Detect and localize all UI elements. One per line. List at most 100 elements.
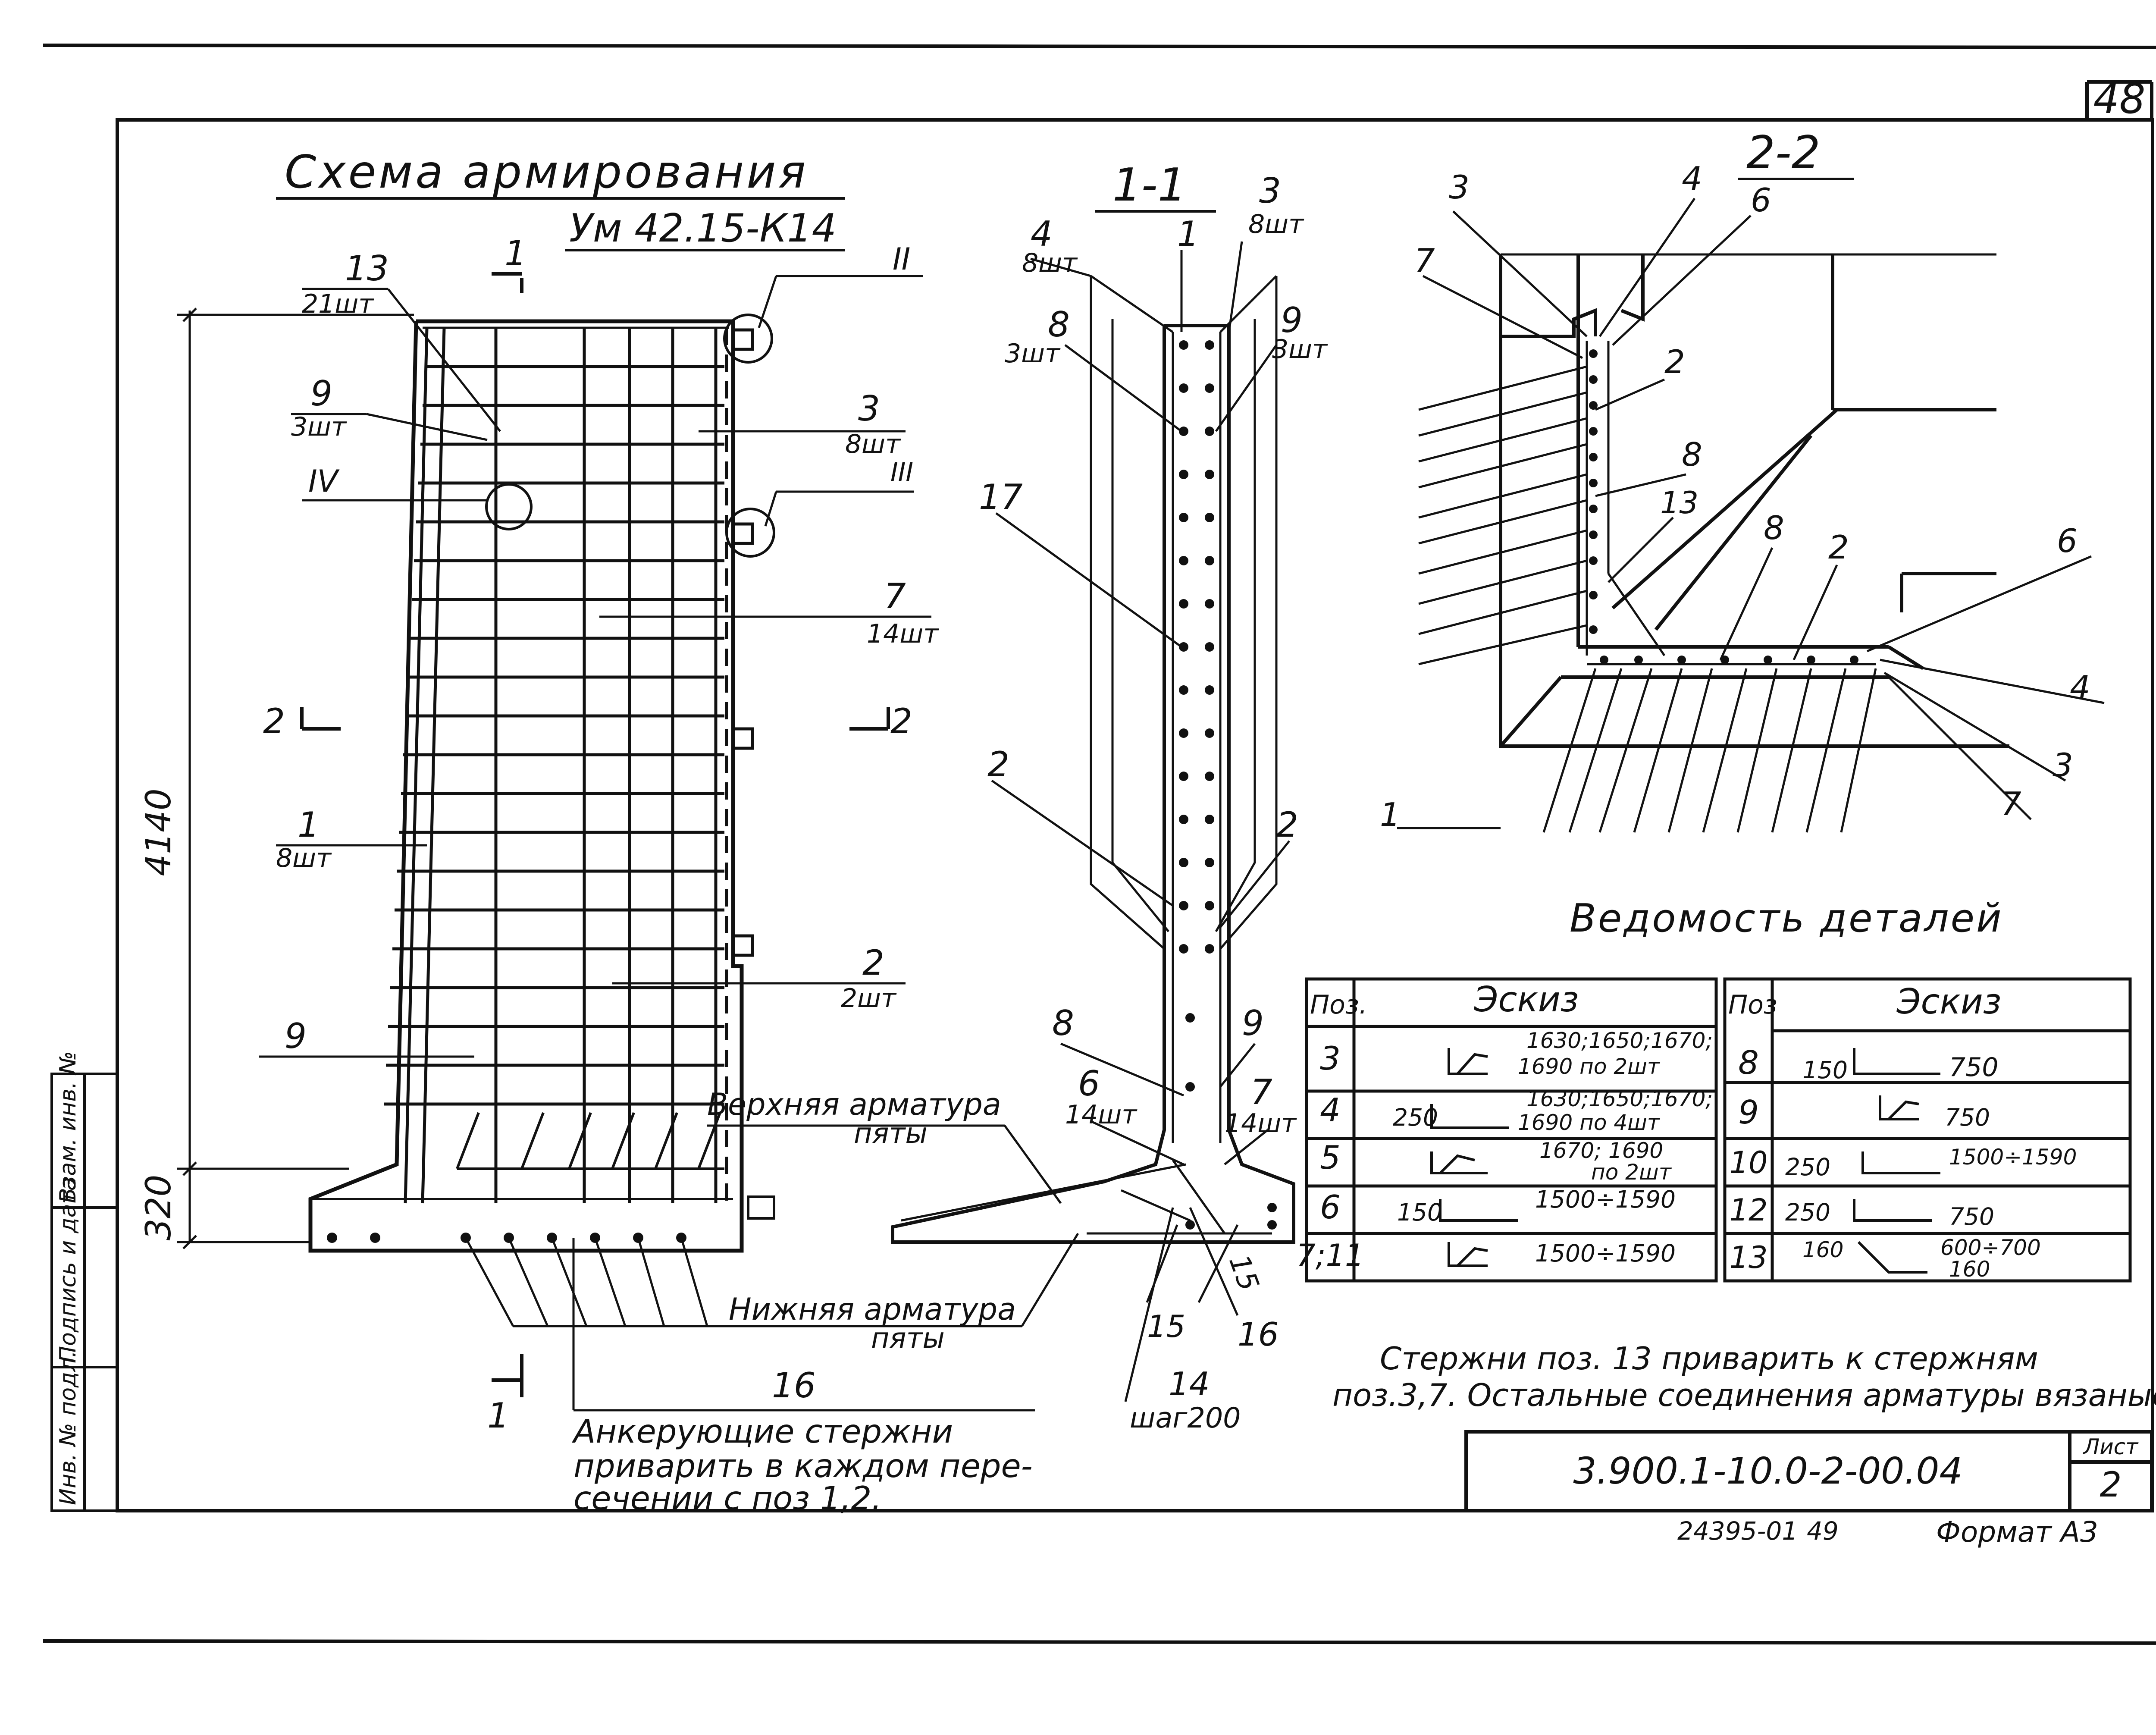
wall-notches [731,328,754,957]
wall-outline [308,319,775,1253]
callout-1-qty: 8шт [276,843,332,873]
section-2-2-title: 2-2 [1746,126,1821,179]
c-callout-4b: 4 [2070,668,2090,706]
callout-1-pos: 1 [298,805,320,845]
callout-2-pos: 2 [862,943,884,983]
section-1-1-title: 1-1 [1112,159,1187,211]
margin-stamp-sign: Подпись и дата [55,1177,81,1363]
archive-number: 24395-01 [1677,1516,1798,1546]
schedule-left-row1-text: 1630;1650;1670; [1526,1028,1713,1053]
margin-stamp-inv: Инв. № подл. [55,1350,81,1505]
schedule-left-row2-text: 1630;1650;1670; [1526,1086,1713,1111]
b-callout-15-pos: 15 [1147,1309,1185,1344]
schedule-right-row1-text: 750 [1949,1052,1999,1082]
callout-3-pos: 3 [858,389,880,429]
section-1-1-leaders [991,241,1290,1402]
section-1-1-bars [901,275,1278,1235]
heel-anchor-bars [456,1112,724,1170]
section-mark-right: 2 [890,701,912,741]
detail-mark-IV: IV [308,464,340,499]
schedule-left-row4-pos: 6 [1320,1188,1341,1226]
schedule-col-sketch-right: Эскиз [1896,982,2002,1022]
b-callout-9-qty: 3шт [1272,334,1328,364]
section-mark-bottom: 1 [487,1396,509,1436]
schedule-left-row5-text: 1500÷1590 [1535,1239,1676,1267]
b-callout-2-pos: 2 [987,744,1009,784]
dim-heel: 320 [138,1175,179,1241]
b-callout-6-qty: 14шт [1065,1100,1138,1130]
schedule-right-row2-pos: 9 [1738,1093,1759,1131]
anchor-note-line2: приварить в каждом пере- [573,1447,1033,1485]
scheme-title: Схема армирования [285,146,808,198]
schedule-left-row2-lead: 250 [1393,1104,1438,1131]
b-callout-16-pos: 16 [1238,1315,1279,1353]
schedule-right-row3-pos: 10 [1729,1145,1767,1180]
c-callout-1: 1 [1380,796,1401,834]
schedule-right-row4-pos: 12 [1729,1192,1767,1228]
margin-stamp-replace: Взам. инв. № [55,1051,81,1203]
c-callout-8: 8 [1682,436,1702,474]
format-label: Формат А3 [1936,1515,2098,1549]
schedule-right-row1-lead: 150 [1802,1056,1848,1084]
section-1-1-dots [1179,340,1277,1230]
callout-9b-pos: 9 [285,1016,307,1056]
schedule-left-row2-text2: 1690 по 4шт [1518,1110,1661,1135]
b-callout-8-qty: 3шт [1005,339,1061,369]
schedule-right-row4-lead: 250 [1785,1198,1830,1226]
callout-7-qty: 14шт [867,619,939,649]
schedule-col-sketch: Эскиз [1474,979,1579,1020]
b-callout-4-qty: 8шт [1022,248,1078,278]
detail-mark-III: III [890,457,913,487]
callout-13-pos: 13 [345,248,389,289]
c-callout-2: 2 [1664,343,1685,381]
b-callout-3-qty: 8шт [1248,209,1304,239]
margin-stamp-frame [50,1073,119,1512]
wall-vertical-bars [404,327,728,1204]
c-callout-3b: 3 [2053,746,2073,784]
c-callout-4: 4 [1682,160,1702,198]
b-callout-8b-pos: 8 [1052,1003,1074,1043]
section-1-1-outline [891,324,1295,1244]
weld-note-line2: поз.3,7. Остальные соединения арматуры в… [1332,1377,2156,1413]
b-callout-8-pos: 8 [1048,304,1070,345]
schedule-grid [1305,977,2132,1283]
schedule-left-row1-pos: 3 [1320,1039,1341,1077]
b-callout-7-qty: 14шт [1225,1108,1297,1139]
sheet-corner-number: 48 [2093,75,2146,123]
schedule-col-pos-right: Поз [1728,990,1777,1020]
schedule-left-row1-text2: 1690 по 2шт [1518,1054,1661,1079]
dim-height: 4140 [138,788,179,876]
b-callout-4-pos: 4 [1031,214,1053,254]
c-callout-6b: 6 [2057,522,2078,560]
b-callout-7-pos: 7 [1250,1072,1272,1112]
schedule-right-row5-pos: 13 [1729,1240,1767,1275]
callout-7-pos: 7 [884,576,906,616]
b-callout-17-pos: 17 [979,477,1023,517]
section-2-2-leaders [1397,198,2105,829]
schedule-left-row5-pos: 7;11 [1296,1238,1364,1273]
schedule-right-row5-lead: 160 [1802,1237,1843,1262]
weld-note-line1: Стержни поз. 13 приварить к стержням [1380,1340,2038,1377]
schedule-left-row4-text: 1500÷1590 [1535,1186,1676,1213]
frame [43,44,2156,1645]
schedule-left-row3-pos: 5 [1320,1139,1341,1177]
schedule-right-row4-text: 750 [1949,1203,1994,1230]
section-mark-top: 1 [505,233,526,273]
c-callout-6: 6 [1751,181,1771,219]
c-callout-7: 7 [1414,242,1435,279]
callout-9-qty: 3шт [291,412,347,442]
view-a-leaders [259,275,931,1058]
b-callout-3-pos: 3 [1259,171,1281,211]
schedule-right-row1-pos: 8 [1738,1044,1759,1082]
section-markers [300,272,890,1397]
section-2-2-outline [1499,253,2009,748]
b-callout-14-pos: 14 [1169,1365,1210,1403]
b-callout-1-pos: 1 [1177,214,1199,254]
sheet-number: 2 [2100,1465,2122,1505]
doc-code: 3.900.1-10.0-2-00.04 [1573,1450,1962,1493]
schedule-right-row2-text: 750 [1945,1104,1990,1131]
schedule-right-sketches [1853,1048,1940,1274]
section-2-2-bars [1418,341,1877,833]
lower-heel-label-2: пяты [871,1322,945,1355]
